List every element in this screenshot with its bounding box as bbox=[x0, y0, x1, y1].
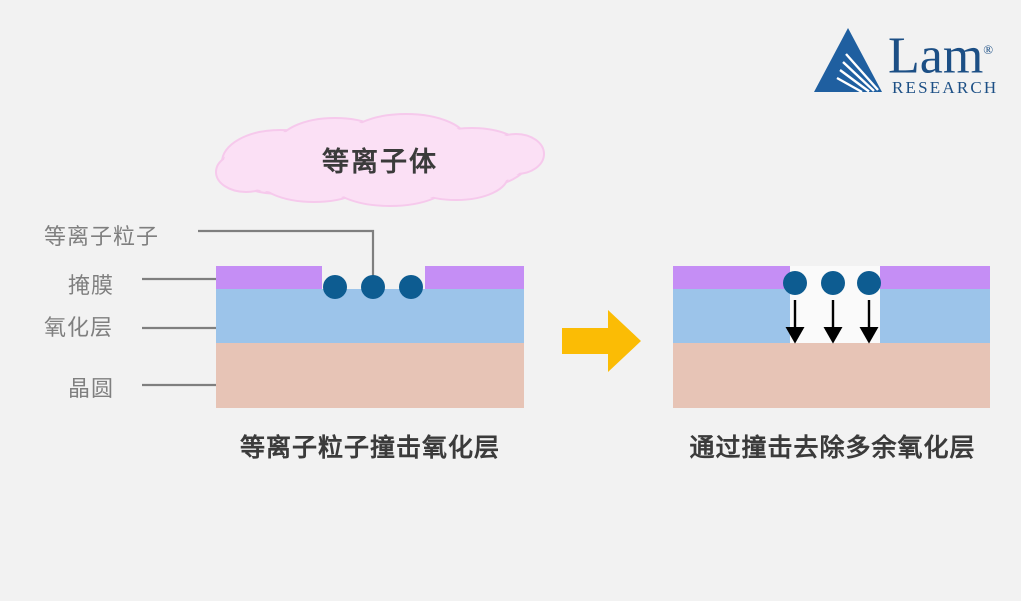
plasma-particle bbox=[361, 275, 385, 299]
layer-mask-after-right bbox=[880, 266, 990, 289]
leader-line-plasma-particle bbox=[198, 229, 375, 282]
layer-oxide-after-right bbox=[880, 289, 990, 343]
plasma-particle bbox=[323, 275, 347, 299]
plasma-particle bbox=[783, 271, 807, 295]
panel-after-stack bbox=[673, 264, 990, 410]
logo-name: Lam bbox=[888, 27, 984, 85]
plasma-particle bbox=[857, 271, 881, 295]
lam-research-logo: Lam® RESEARCH bbox=[812, 24, 996, 98]
lam-triangle-icon bbox=[814, 28, 882, 94]
label-oxide: 氧化层 bbox=[44, 315, 114, 340]
layer-wafer-before bbox=[216, 343, 524, 408]
logo-subtitle: RESEARCH bbox=[892, 78, 999, 97]
layer-wafer-after bbox=[673, 343, 990, 408]
logo-registered-mark: ® bbox=[983, 42, 994, 57]
label-wafer: 晶圆 bbox=[68, 376, 115, 401]
layer-mask-after-left bbox=[673, 266, 790, 289]
particles-and-arrows-after bbox=[783, 271, 881, 344]
logo-wordmark: Lam® bbox=[888, 24, 993, 82]
caption-after: 通过撞击去除多余氧化层 bbox=[689, 434, 976, 462]
plasma-cloud: 等离子体 bbox=[210, 110, 550, 210]
label-plasma-particle: 等离子粒子 bbox=[44, 224, 160, 249]
label-mask: 掩膜 bbox=[68, 273, 115, 298]
layer-mask-before-left bbox=[216, 266, 322, 289]
plasma-cloud-label: 等离子体 bbox=[322, 147, 438, 177]
panel-before-stack bbox=[216, 264, 524, 410]
layer-oxide-after-left bbox=[673, 289, 790, 343]
plasma-particle bbox=[399, 275, 423, 299]
caption-before: 等离子粒子撞击氧化层 bbox=[239, 434, 500, 462]
cloud-shape-icon bbox=[215, 113, 545, 207]
particles-before bbox=[323, 275, 423, 299]
plasma-particle bbox=[821, 271, 845, 295]
layer-mask-before-right bbox=[425, 266, 524, 289]
process-arrow-icon bbox=[562, 310, 641, 372]
